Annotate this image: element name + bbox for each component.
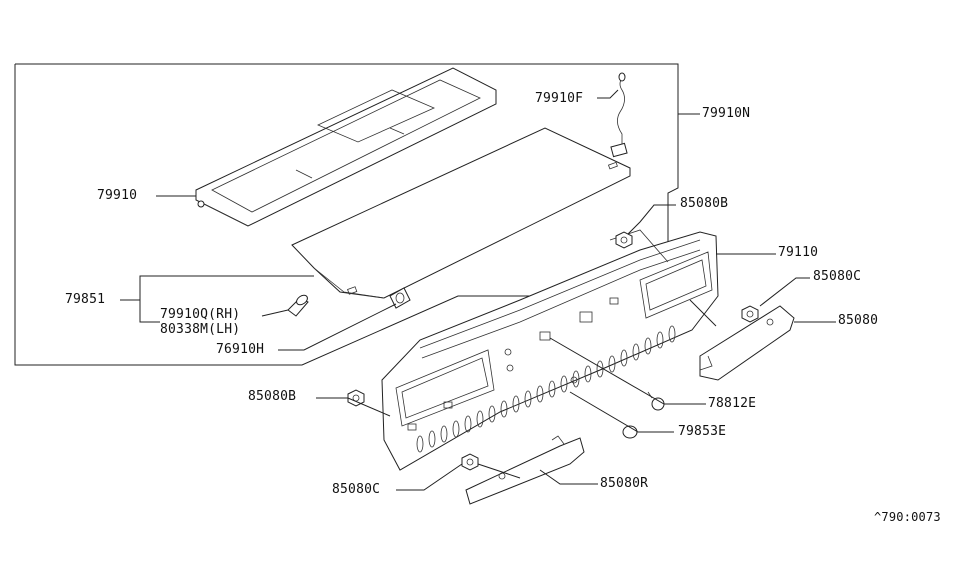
callout-79910: 79910 xyxy=(97,188,138,203)
callout-85080B-top: 85080B xyxy=(680,196,729,211)
leader-lines xyxy=(120,89,836,491)
shelf-clip xyxy=(287,294,309,317)
callout-85080C-bottom: 85080C xyxy=(332,482,381,497)
callout-85080R: 85080R xyxy=(600,476,649,491)
callout-79910F: 79910F xyxy=(535,91,584,106)
wire-clip xyxy=(610,72,628,158)
callout-79910Q: 79910Q(RH) xyxy=(160,307,241,322)
callout-79851: 79851 xyxy=(65,292,106,307)
figure-code: ^790:0073 xyxy=(874,510,941,524)
finisher-bottom xyxy=(465,435,585,505)
nut-right xyxy=(741,305,759,323)
callout-85080C-right: 85080C xyxy=(813,269,862,284)
finisher-right xyxy=(699,305,795,381)
nut-left xyxy=(347,389,365,407)
rear-panel xyxy=(381,229,719,471)
callout-85080: 85080 xyxy=(838,313,879,328)
nut-top xyxy=(615,231,633,249)
parcel-shelf-frame xyxy=(195,67,497,227)
callout-79910N: 79910N xyxy=(702,106,751,121)
panel-slots xyxy=(416,325,676,453)
callout-85080B-left: 85080B xyxy=(248,389,297,404)
grommet xyxy=(389,287,411,309)
callout-76910H: 76910H xyxy=(216,342,265,357)
callout-80338M: 80338M(LH) xyxy=(160,322,241,337)
callout-79853E: 79853E xyxy=(678,424,727,439)
callout-79110: 79110 xyxy=(778,245,819,260)
callout-78812E: 78812E xyxy=(708,396,757,411)
nut-bottom xyxy=(461,453,479,471)
screw-78812E xyxy=(647,391,665,411)
parcel-shelf-board xyxy=(291,127,631,299)
